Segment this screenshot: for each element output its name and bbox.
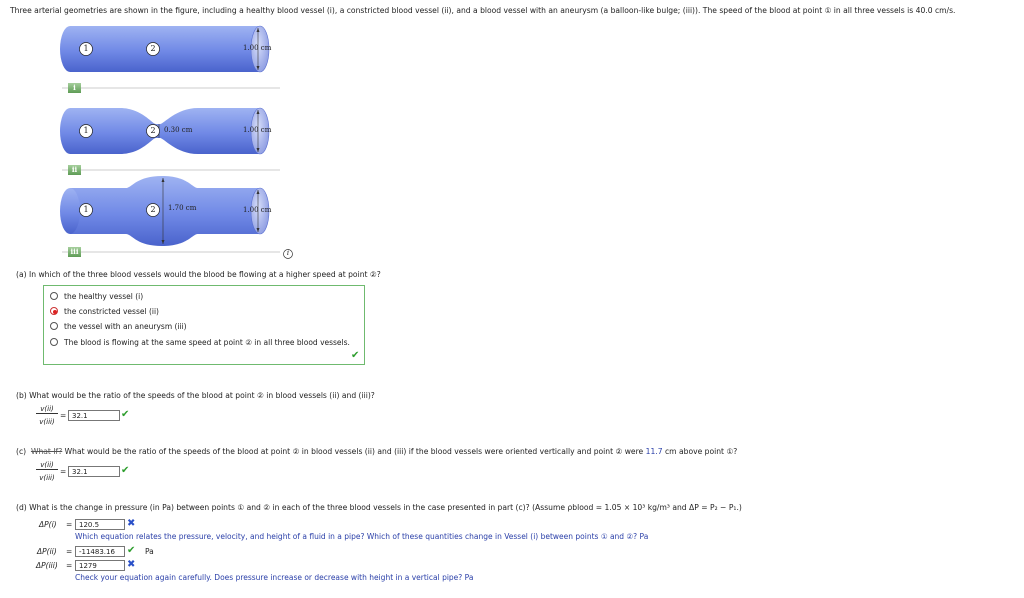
radio-constricted[interactable] bbox=[50, 307, 58, 315]
correct-check-icon-b: ✔ bbox=[121, 409, 130, 420]
label-i-box bbox=[68, 83, 81, 93]
point-2-label-iii: 2 bbox=[150, 205, 156, 214]
ratio-denominator-c: v(iii) bbox=[39, 474, 55, 482]
dim-label-iii: 1.00 cm bbox=[243, 206, 272, 214]
incorrect-x-icon-iii: ✖ bbox=[127, 559, 136, 570]
info-icon bbox=[283, 249, 293, 259]
ratio-numerator-c: v(ii) bbox=[36, 461, 58, 470]
answer-input-b[interactable]: 32.1 bbox=[68, 410, 120, 421]
point-1-marker-ii bbox=[79, 124, 93, 138]
point-2-marker-iii bbox=[146, 203, 160, 217]
hint-d-iii: Check your equation again carefully. Doe… bbox=[75, 573, 474, 582]
dim-aneurysm: 1.70 cm bbox=[168, 204, 197, 212]
label-ii: ii bbox=[71, 165, 78, 174]
height-value: 11.7 bbox=[645, 447, 663, 456]
part-c-question-line: (c) What If? What would be the ratio of … bbox=[16, 447, 738, 456]
dim-label-ii: 1.00 cm bbox=[243, 126, 272, 134]
equals-sign-b: = bbox=[60, 411, 67, 420]
part-d-question: (d) What is the change in pressure (in P… bbox=[16, 503, 742, 512]
point-1-label-ii: 1 bbox=[83, 126, 89, 135]
radio-healthy[interactable] bbox=[50, 292, 58, 300]
info-icon-glyph[interactable]: i bbox=[286, 249, 290, 257]
arterial-figure bbox=[60, 25, 293, 259]
label-ii-box bbox=[68, 165, 81, 175]
hint-d-i: Which equation relates the pressure, vel… bbox=[75, 532, 649, 541]
option-constricted[interactable]: the constricted vessel (ii) bbox=[50, 305, 159, 317]
delta-p-iii-label: ΔP(iii) bbox=[36, 561, 58, 570]
equals-d-ii: = bbox=[66, 547, 73, 556]
delta-p-ii-label: ΔP(ii) bbox=[37, 547, 57, 556]
correct-check-icon: ✔ bbox=[351, 350, 360, 361]
answer-input-d-ii[interactable]: -11483.16 bbox=[75, 546, 125, 557]
correct-check-icon-c: ✔ bbox=[121, 465, 130, 476]
point-1-marker-iii bbox=[79, 203, 93, 217]
label-iii: iii bbox=[70, 247, 79, 256]
ratio-numerator-b: v(ii) bbox=[36, 405, 58, 414]
part-a-question: (a) In which of the three blood vessels … bbox=[16, 270, 381, 279]
point-2-label-i: 2 bbox=[150, 44, 156, 53]
label-iii-box bbox=[68, 247, 81, 257]
dim-constricted: 0.30 cm bbox=[164, 126, 193, 134]
point-1-label-iii: 1 bbox=[83, 205, 89, 214]
problem-intro: Three arterial geometries are shown in t… bbox=[10, 6, 956, 15]
unit-d-ii: Pa bbox=[145, 547, 154, 556]
vessel-ii bbox=[60, 107, 280, 171]
point-2-label-ii: 2 bbox=[150, 126, 156, 135]
option-aneurysm[interactable]: the vessel with an aneurysm (iii) bbox=[50, 320, 187, 332]
dim-label-i: 1.00 cm bbox=[243, 44, 272, 52]
correct-check-icon-d-ii: ✔ bbox=[127, 545, 136, 556]
option-same-speed[interactable]: The blood is flowing at the same speed a… bbox=[50, 336, 350, 348]
answer-input-d-i[interactable]: 120.5 bbox=[75, 519, 125, 530]
equals-d-i: = bbox=[66, 520, 73, 529]
part-a-options: the healthy vessel (i) the constricted v… bbox=[43, 285, 365, 365]
incorrect-x-icon-i: ✖ bbox=[127, 518, 136, 529]
part-b-question: (b) What would be the ratio of the speed… bbox=[16, 391, 375, 400]
answer-input-d-iii[interactable]: 1279 bbox=[75, 560, 125, 571]
radio-aneurysm[interactable] bbox=[50, 322, 58, 330]
what-if-label: What If? bbox=[30, 447, 63, 456]
answer-input-c[interactable]: 32.1 bbox=[68, 466, 120, 477]
point-1-label-i: 1 bbox=[83, 44, 89, 53]
option-healthy[interactable]: the healthy vessel (i) bbox=[50, 290, 143, 302]
point-1-marker-i bbox=[79, 42, 93, 56]
delta-p-i-label: ΔP(i) bbox=[39, 520, 57, 529]
point-2-marker-ii bbox=[146, 124, 160, 138]
equals-d-iii: = bbox=[66, 561, 73, 570]
radio-same-speed[interactable] bbox=[50, 338, 58, 346]
vessel-iii bbox=[60, 176, 280, 253]
ratio-denominator-b: v(iii) bbox=[39, 418, 55, 426]
point-2-marker-i bbox=[146, 42, 160, 56]
equals-sign-c: = bbox=[60, 467, 67, 476]
label-i: i bbox=[73, 83, 76, 92]
vessel-i bbox=[60, 25, 280, 89]
